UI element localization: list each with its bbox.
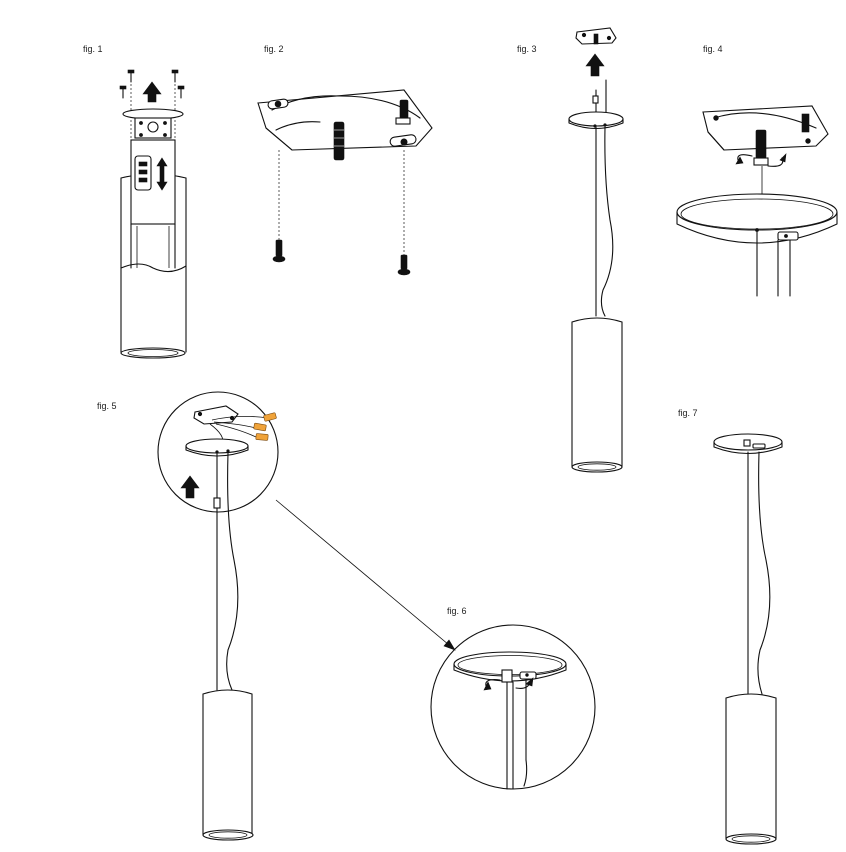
up-arrow-icon [142,81,162,103]
fig-6-label: fig. 6 [447,606,467,616]
up-down-arrow-icon [156,157,168,191]
screw-icon [119,69,185,99]
fig-7-panel: fig. 7 [678,408,783,845]
fig-2-panel: fig. 2 [257,44,433,276]
fig-4-panel: fig. 4 [676,44,838,297]
fig-1-panel: fig. 1 [83,44,187,359]
up-arrow-icon [585,53,605,77]
fig-2-label: fig. 2 [264,44,284,54]
fig-5-label: fig. 5 [97,401,117,411]
up-arrow-icon [180,475,200,499]
fig-7-label: fig. 7 [678,408,698,418]
screw-icon [272,239,411,276]
fig-3-panel: fig. 3 [517,27,624,473]
fig-5-panel: fig. 5 [97,391,456,841]
fig-3-label: fig. 3 [517,44,537,54]
fig-1-label: fig. 1 [83,44,103,54]
rotate-arrow-icon [735,153,787,167]
fig-4-label: fig. 4 [703,44,723,54]
fig-6-panel: fig. 6 [430,606,596,790]
